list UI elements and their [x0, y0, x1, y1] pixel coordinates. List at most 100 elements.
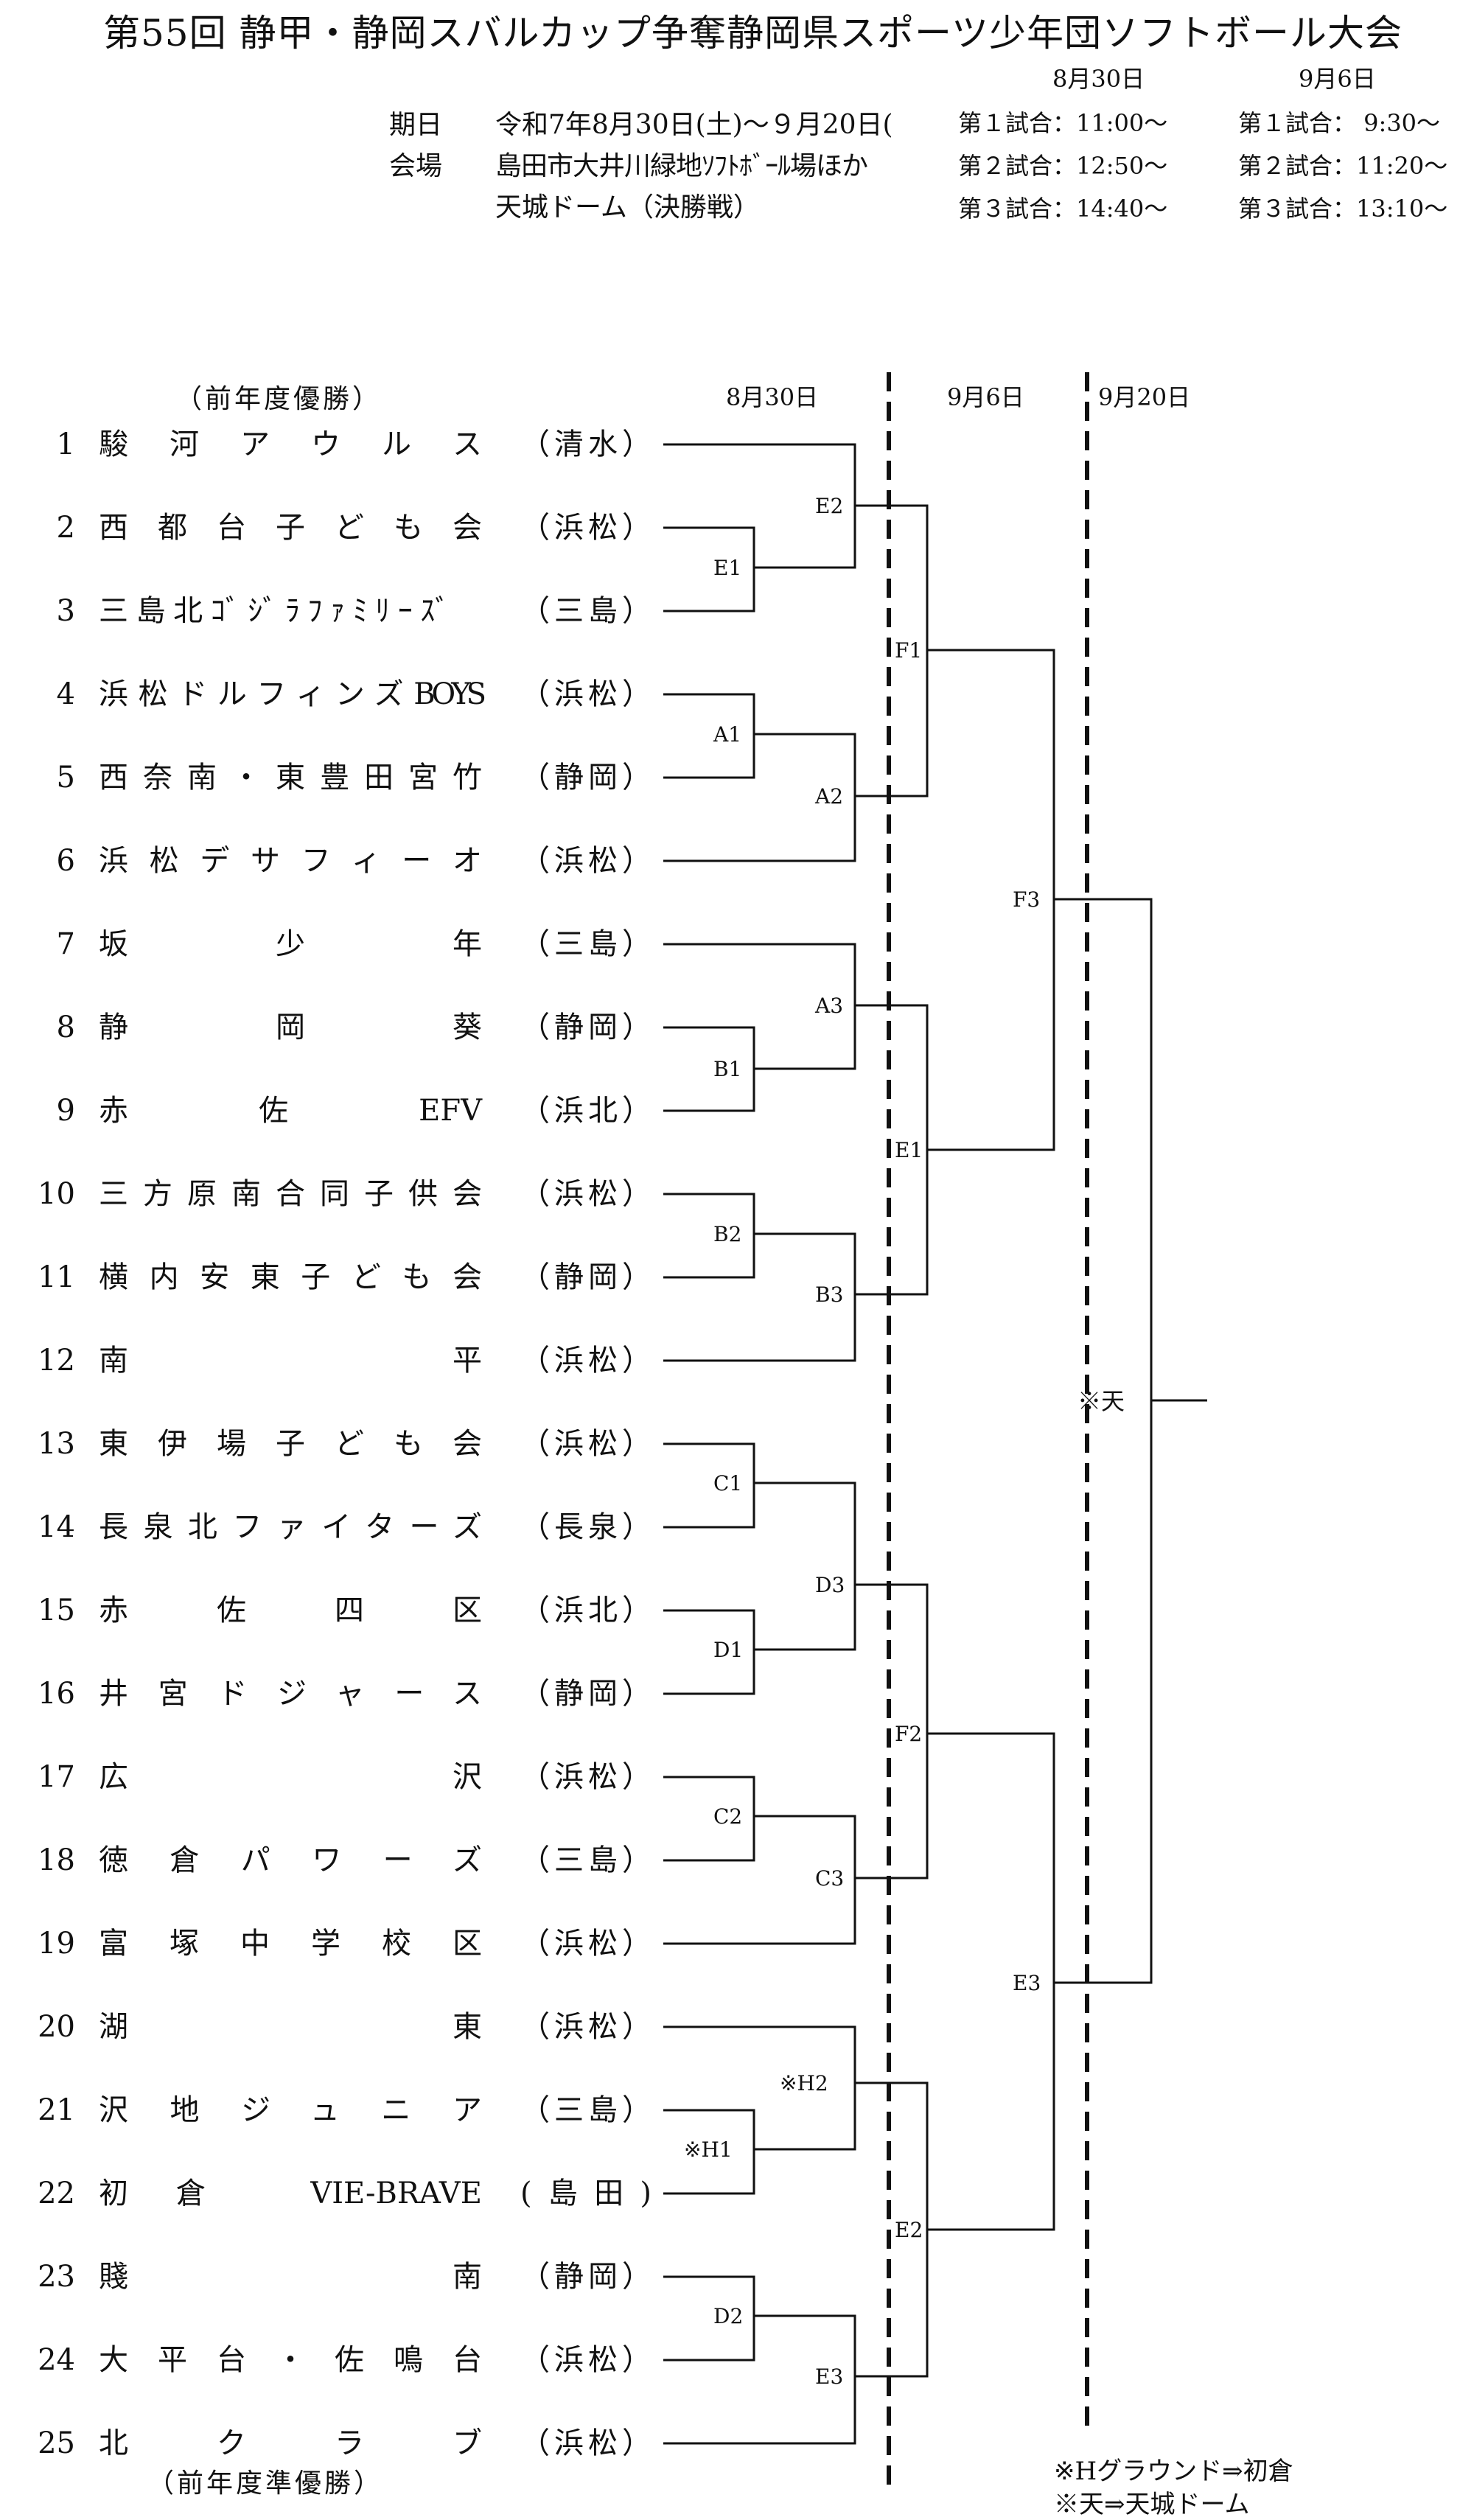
team-row-13: 13 東伊場子ども会 （浜松） [0, 1425, 678, 1462]
team-prefecture: （清水） [520, 427, 652, 461]
team-number: 21 [38, 2093, 75, 2127]
team-prefecture: （浜松） [520, 511, 652, 545]
team-name: 三方原南合同子供会 [99, 1177, 482, 1211]
game-label-c3: C3 [815, 1866, 845, 1891]
game-label-e3: E3 [815, 2364, 844, 2389]
game-a2 [663, 650, 929, 862]
team-name: 赤佐EFV [99, 1094, 482, 1128]
team-prefecture: （静岡） [520, 2260, 652, 2294]
venue-label: 会場 [389, 151, 443, 181]
bracket-date-0906: 9月6日 [947, 383, 1024, 411]
team-number: 20 [38, 2010, 75, 2044]
team-prefecture: （浜松） [520, 844, 652, 878]
game-e3-r2 [663, 2230, 929, 2445]
team-row-8: 8 静岡葵 （静岡） [0, 1009, 678, 1046]
team-number: 12 [38, 1344, 75, 1378]
game-label-c2: C2 [713, 1804, 743, 1829]
game-label-a1: A1 [713, 722, 742, 747]
team-prefecture: （三島） [520, 1843, 652, 1877]
team-number: 1 [56, 427, 75, 461]
team-prefecture: （浜松） [520, 1927, 652, 1961]
team-number: 19 [38, 1927, 75, 1961]
team-name: 駿河アウルス [99, 427, 482, 461]
team-name: 西奈南・東豊田宮竹 [99, 761, 482, 795]
game-label-final: ※天 [1077, 1387, 1125, 1415]
line-team-1 [663, 443, 856, 506]
team-name: 初倉 VIE-BRAVE [99, 2177, 482, 2210]
team-row-16: 16 井宮ドジャース （静岡） [0, 1675, 678, 1712]
team-name: 坂少年 [99, 927, 482, 961]
team-name: 湖東 [99, 2010, 482, 2044]
game-b2 [663, 1193, 856, 1294]
venue-value: 島田市大井川緑地ｿﾌﾄﾎﾞｰﾙ場ほか [495, 151, 868, 181]
game-c1 [663, 1442, 856, 1585]
footnote-amagi-dome: ※天⇒天城ドーム [1054, 2490, 1250, 2519]
game-b3 [663, 1150, 929, 1362]
team-row-14: 14 長泉北ファイターズ （長泉） [0, 1509, 678, 1546]
team-prefecture: （三島） [520, 927, 652, 961]
schedule-day1-game1: 第１試合：11:00～ [958, 109, 1168, 137]
team-prefecture: （静岡） [520, 1677, 652, 1711]
game-label-c1: C1 [713, 1471, 743, 1495]
game-label-f3: F3 [1013, 887, 1041, 912]
game-e2-r3 [927, 1983, 1055, 2231]
game-label-e3-r4: E3 [1013, 1971, 1041, 1995]
team-prefecture: （浜松） [520, 2010, 652, 2044]
team-number: 13 [38, 1427, 75, 1461]
team-row-15: 15 赤佐四区 （浜北） [0, 1592, 678, 1629]
team-number: 5 [56, 761, 75, 795]
game-label-d3: D3 [815, 1573, 845, 1597]
team-name: 大平台・佐鳴台 [99, 2343, 482, 2377]
team-prefecture: （浜北） [520, 1094, 652, 1128]
team-number: 24 [38, 2343, 75, 2377]
team-number: 17 [38, 1760, 75, 1794]
schedule-day1-game3: 第３試合：14:40～ [958, 195, 1168, 223]
team-prefecture: (島田) [520, 2177, 652, 2210]
game-h1 [663, 2083, 856, 2195]
team-prefecture: （浜松） [520, 677, 652, 711]
team-prefecture: （浜松） [520, 1177, 652, 1211]
schedule-day2-game2: 第２試合：11:20～ [1238, 152, 1448, 180]
team-number: 9 [56, 1094, 75, 1128]
team-number: 14 [38, 1510, 75, 1544]
team-row-10: 10 三方原南合同子供会 （浜松） [0, 1176, 678, 1212]
bracket-date-0830: 8月30日 [726, 383, 819, 411]
team-prefecture: （浜松） [520, 2343, 652, 2377]
team-name: 浜松ドルフィンズBOYS [99, 677, 486, 711]
team-row-24: 24 大平台・佐鳴台 （浜松） [0, 2342, 678, 2378]
team-name: 長泉北ファイターズ [99, 1510, 482, 1544]
team-number: 10 [38, 1177, 75, 1211]
game-a1 [663, 693, 856, 796]
team-prefecture: （静岡） [520, 1260, 652, 1294]
team-row-1: 1 駿河アウルス （清水） [0, 426, 678, 463]
team-name: 賤南 [99, 2260, 482, 2294]
venue-value-final: 天城ドーム（決勝戦） [495, 192, 760, 223]
game-label-d1: D1 [713, 1638, 744, 1662]
team-name: 広沢 [99, 1760, 482, 1794]
game-label-f2: F2 [895, 1722, 923, 1746]
game-h2 [855, 2081, 929, 2230]
team-number: 6 [56, 844, 75, 878]
line-team-7 [663, 943, 856, 1005]
team-row-23: 23 賤南 （静岡） [0, 2258, 678, 2295]
previous-runner-up-label: （前年度準優勝） [147, 2468, 384, 2499]
team-row-6: 6 浜松デサフィーオ （浜松） [0, 842, 678, 879]
team-row-7: 7 坂少年 （三島） [0, 926, 678, 963]
game-f3 [1054, 898, 1153, 1400]
team-name: 南平 [99, 1344, 482, 1378]
schedule-day2-date: 9月6日 [1299, 65, 1376, 93]
game-c2 [663, 1776, 856, 1878]
period-label: 期日 [389, 110, 443, 140]
team-number: 4 [56, 677, 75, 711]
team-number: 23 [38, 2260, 75, 2294]
game-label-e1: E1 [713, 556, 742, 580]
team-number: 7 [56, 927, 75, 961]
team-prefecture: （浜北） [520, 1594, 652, 1627]
team-number: 15 [38, 1594, 75, 1627]
team-name: 東伊場子ども会 [99, 1427, 482, 1461]
team-name: 北クラブ [99, 2426, 482, 2460]
team-row-21: 21 沢地ジュニア （三島） [0, 2092, 678, 2129]
team-number: 16 [38, 1677, 75, 1711]
team-prefecture: （浜松） [520, 2426, 652, 2460]
game-label-h2: ※H2 [780, 2071, 828, 2095]
